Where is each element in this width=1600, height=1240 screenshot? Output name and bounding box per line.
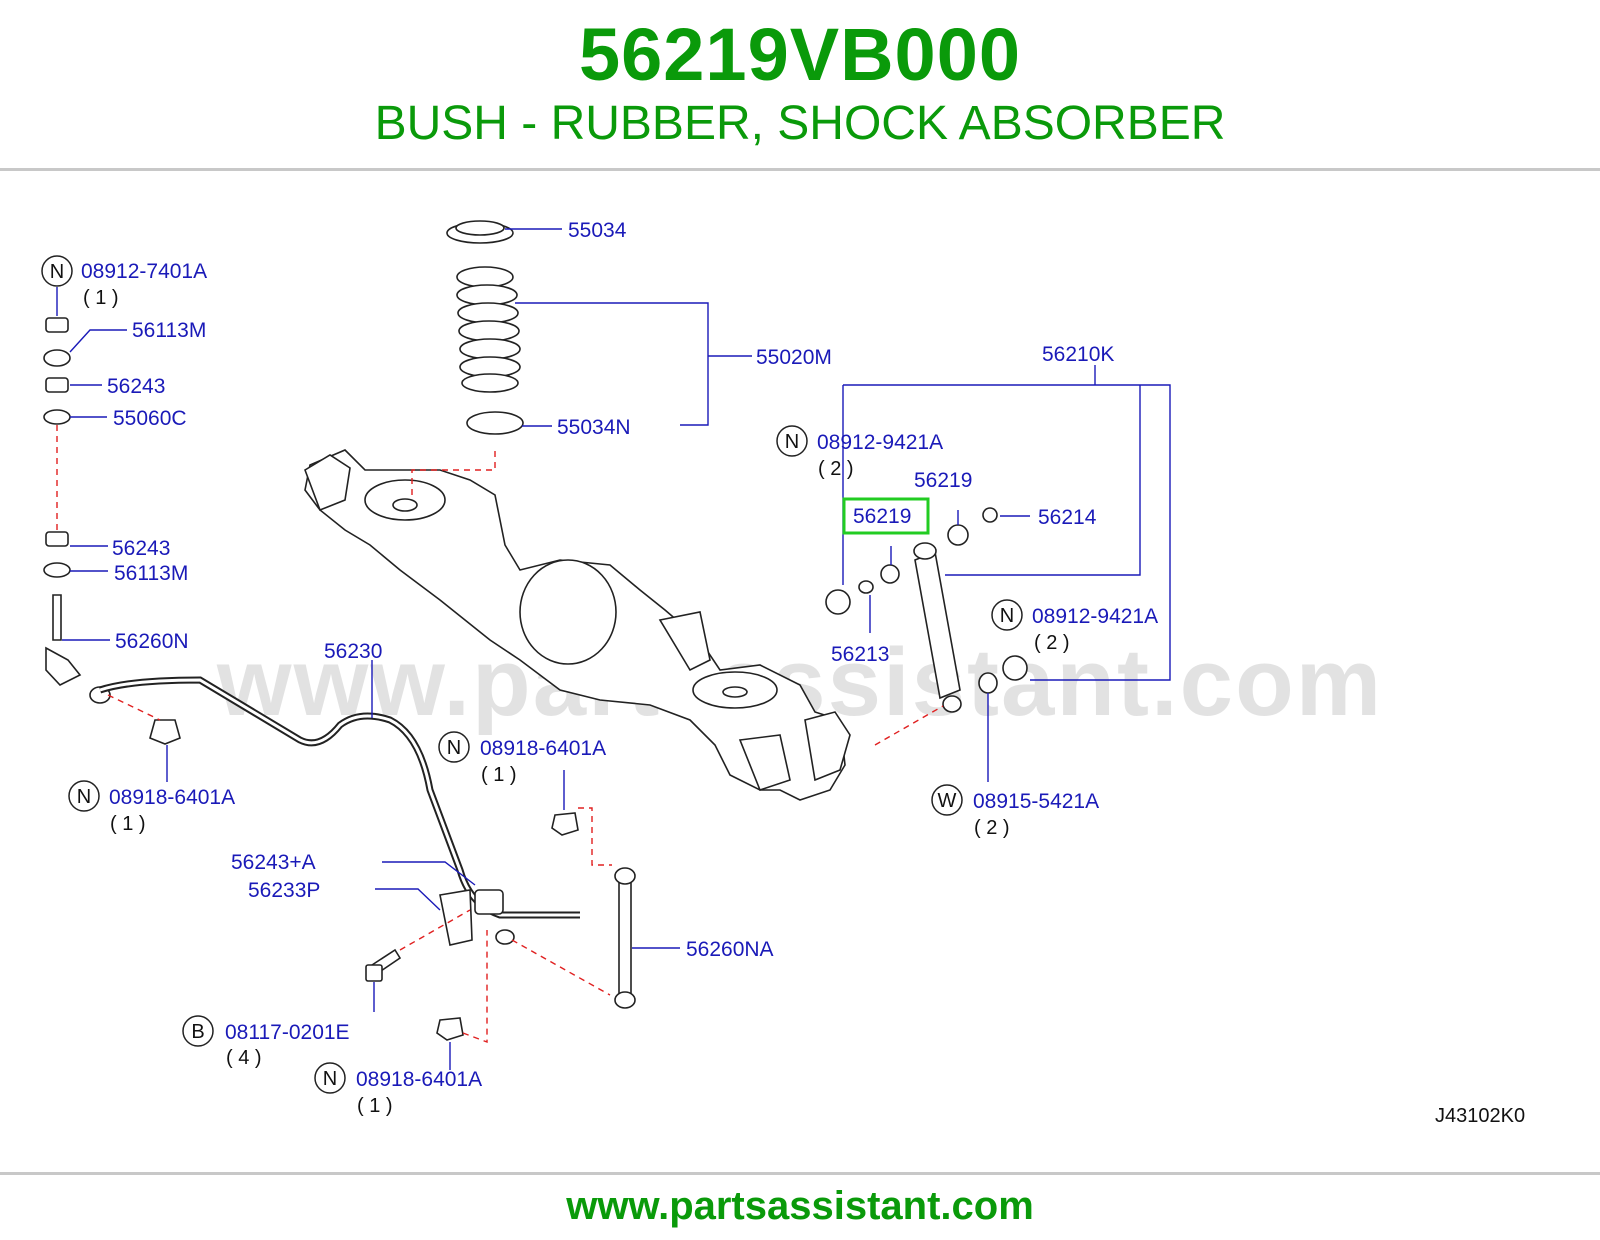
label-08918-6401A-b[interactable]: 08918-6401A — [109, 786, 235, 809]
callout-letter-n-6401A-b: N — [77, 786, 91, 808]
footer-divider — [0, 1172, 1600, 1175]
label-56113M-b[interactable]: 56113M — [114, 562, 188, 585]
label-08918-6401A-a[interactable]: 08918-6401A — [480, 737, 606, 760]
label-56219-highlighted[interactable]: 56219 — [853, 505, 911, 528]
callout-letter-b-0201E: B — [191, 1021, 204, 1043]
label-08912-7401A[interactable]: 08912-7401A — [81, 260, 207, 283]
callout-letter-n-6401A-a: N — [447, 737, 461, 759]
diagram-reference-code: J43102K0 — [1435, 1105, 1525, 1127]
part-description: BUSH - RUBBER, SHOCK ABSORBER — [374, 97, 1226, 150]
label-55060C[interactable]: 55060C — [113, 407, 187, 430]
right-link-drawing — [365, 812, 636, 1041]
header-divider — [0, 168, 1600, 171]
axle-housing-drawing — [304, 449, 851, 801]
qty-08912-9421A-b: ( 2 ) — [1034, 632, 1070, 654]
qty-08918-6401A-a: ( 1 ) — [481, 764, 517, 786]
qty-08915-5421A: ( 2 ) — [974, 817, 1010, 839]
qty-08918-6401A-b: ( 1 ) — [110, 813, 146, 835]
coil-spring-drawing — [446, 220, 524, 435]
callout-letter-n-9421A-b: N — [1000, 605, 1014, 627]
callout-circle-n-9421A-a — [776, 425, 808, 457]
label-55034N[interactable]: 55034N — [557, 416, 631, 439]
label-56113M-a[interactable]: 56113M — [132, 319, 206, 342]
callout-circle-n-9421A-b — [991, 599, 1023, 631]
callout-circle-n-6401A-c — [314, 1062, 346, 1094]
label-56233P[interactable]: 56233P — [248, 879, 320, 902]
stabilizer-bar-drawing — [98, 676, 580, 946]
label-08918-6401A-c[interactable]: 08918-6401A — [356, 1068, 482, 1091]
label-56243-a[interactable]: 56243 — [107, 375, 165, 398]
highlight-box — [842, 497, 930, 535]
part-labels: 55034 08912-7401A ( 1 ) 56113M 55020M 56… — [81, 219, 1525, 1127]
qty-08918-6401A-c: ( 1 ) — [357, 1095, 393, 1117]
left-link-stack-drawing — [43, 317, 181, 745]
callout-circles: N N N N N W B N — [41, 255, 1023, 1094]
label-08117-0201E[interactable]: 08117-0201E — [225, 1021, 350, 1044]
callout-letter-n-9421A-a: N — [785, 431, 799, 453]
label-56210K[interactable]: 56210K — [1042, 343, 1114, 366]
qty-08117-0201E: ( 4 ) — [226, 1047, 262, 1069]
label-56219-a[interactable]: 56219 — [914, 469, 972, 492]
header: 56219VB000 BUSH - RUBBER, SHOCK ABSORBER — [0, 0, 1600, 168]
callout-letter-n-6401A-c: N — [323, 1068, 337, 1090]
part-number-title: 56219VB000 — [578, 13, 1022, 96]
label-08912-9421A-b[interactable]: 08912-9421A — [1032, 605, 1158, 628]
leader-lines — [56, 228, 1171, 1070]
label-55034[interactable]: 55034 — [568, 219, 627, 242]
callout-circle-w-5421A — [931, 784, 963, 816]
label-56260NA[interactable]: 56260NA — [686, 938, 774, 961]
label-56260N[interactable]: 56260N — [115, 630, 189, 653]
label-56243-A[interactable]: 56243+A — [231, 851, 316, 874]
label-56213[interactable]: 56213 — [831, 643, 889, 666]
label-08915-5421A[interactable]: 08915-5421A — [973, 790, 1099, 813]
callout-circle-n-6401A-b — [68, 780, 100, 812]
label-56214[interactable]: 56214 — [1038, 506, 1097, 529]
shock-absorber-drawing — [825, 507, 1028, 713]
label-56230[interactable]: 56230 — [324, 640, 382, 663]
label-56243-b[interactable]: 56243 — [112, 537, 170, 560]
callout-circle-b-0201E — [182, 1015, 214, 1047]
callout-circle-n-6401A-a — [438, 731, 470, 763]
label-55020M[interactable]: 55020M — [756, 346, 832, 369]
callout-letter-w-5421A: W — [938, 790, 957, 812]
callout-circle-n-7401A — [41, 255, 73, 287]
qty-08912-9421A-a: ( 2 ) — [818, 458, 854, 480]
assembly-dash-lines — [56, 425, 944, 1044]
qty-08912-7401A: ( 1 ) — [83, 287, 119, 309]
footer-website-link[interactable]: www.partsassistant.com — [566, 1184, 1034, 1228]
callout-letter-n-7401A: N — [50, 261, 64, 283]
label-08912-9421A-a[interactable]: 08912-9421A — [817, 431, 943, 454]
